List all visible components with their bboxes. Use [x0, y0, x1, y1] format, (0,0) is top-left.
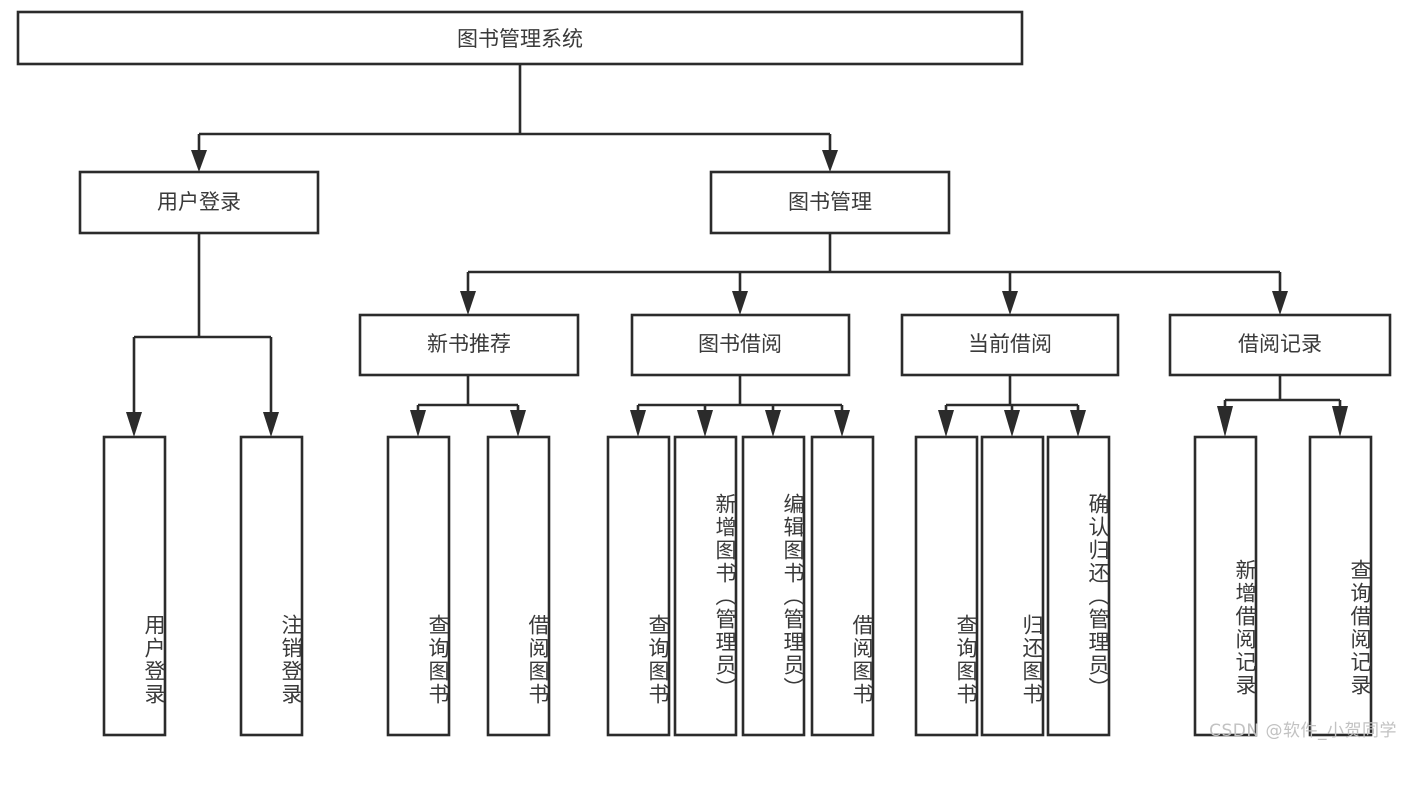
user-login-label: 用户登录: [157, 190, 241, 214]
arrow-bb-leaf-3: [765, 410, 781, 437]
leaf-box-user-login[interactable]: [102, 435, 167, 737]
leaf-box-logout[interactable]: [239, 435, 304, 737]
arrow-user-login: [191, 150, 207, 172]
leaf-boxes-group: [102, 435, 1373, 737]
node-book-manage[interactable]: 图书管理: [709, 170, 951, 235]
leaf-box-cb-query-book[interactable]: [914, 435, 979, 737]
root-label: 图书管理系统: [457, 27, 583, 51]
csdn-watermark: CSDN @软件_小贺同学: [1209, 721, 1397, 741]
arrow-cb-leaf-2: [1004, 410, 1020, 437]
book-manage-box[interactable]: [709, 170, 951, 235]
arrow-book-borrow: [732, 291, 748, 315]
arrow-nb-leaf-2: [510, 410, 526, 437]
connectors-group: [126, 64, 1348, 437]
leaf-box-bb-add-book[interactable]: [673, 435, 738, 737]
leaf-box-bb-edit-book[interactable]: [741, 435, 806, 737]
arrow-new-book: [460, 291, 476, 315]
leaf-box-nb-query-book[interactable]: [386, 435, 451, 737]
leaf-box-bb-borrow-book[interactable]: [810, 435, 875, 737]
arrow-leaf-logout: [263, 412, 279, 437]
arrow-book-manage: [822, 150, 838, 172]
leaf-box-nb-borrow-book[interactable]: [486, 435, 551, 737]
hierarchy-tree-svg: 图书管理系统 用户登录 图书管理 新书推荐 图书借阅 当前借阅 借阅记录: [16, 10, 1392, 737]
user-login-box[interactable]: [78, 170, 320, 235]
arrow-borrow-record: [1272, 291, 1288, 315]
current-borrow-label: 当前借阅: [968, 332, 1052, 356]
arrow-br-leaf-2: [1332, 406, 1348, 437]
leaf-box-br-add-record[interactable]: [1193, 435, 1258, 737]
leaf-box-br-query-record[interactable]: [1308, 435, 1373, 737]
node-new-book-recommend[interactable]: 新书推荐: [358, 313, 580, 377]
node-book-borrow[interactable]: 图书借阅: [630, 313, 851, 377]
arrow-current-borrow: [1002, 291, 1018, 315]
new-book-recommend-label: 新书推荐: [427, 332, 511, 356]
diagram-canvas: 图书管理系统 用户登录 图书管理 新书推荐 图书借阅 当前借阅 借阅记录: [16, 10, 1397, 741]
book-manage-label: 图书管理: [788, 190, 872, 214]
book-borrow-label: 图书借阅: [698, 332, 782, 356]
current-borrow-box[interactable]: [900, 313, 1120, 377]
book-borrow-box[interactable]: [630, 313, 851, 377]
node-current-borrow[interactable]: 当前借阅: [900, 313, 1120, 377]
arrow-bb-leaf-2: [697, 410, 713, 437]
borrow-record-box[interactable]: [1168, 313, 1392, 377]
root-box[interactable]: [16, 10, 1024, 66]
new-book-recommend-box[interactable]: [358, 313, 580, 377]
node-root[interactable]: 图书管理系统: [16, 10, 1024, 66]
node-borrow-record[interactable]: 借阅记录: [1168, 313, 1392, 377]
arrow-br-leaf-1: [1217, 406, 1233, 437]
arrow-cb-leaf-1: [938, 410, 954, 437]
leaf-box-cb-confirm-return[interactable]: [1046, 435, 1111, 737]
node-user-login[interactable]: 用户登录: [78, 170, 320, 235]
leaf-box-cb-return-book[interactable]: [980, 435, 1045, 737]
leaf-box-bb-query-book[interactable]: [606, 435, 671, 737]
arrow-bb-leaf-1: [630, 410, 646, 437]
borrow-record-label: 借阅记录: [1238, 332, 1322, 356]
arrow-bb-leaf-4: [834, 410, 850, 437]
arrow-nb-leaf-1: [410, 410, 426, 437]
arrow-cb-leaf-3: [1070, 410, 1086, 437]
arrow-leaf-user-login: [126, 412, 142, 437]
